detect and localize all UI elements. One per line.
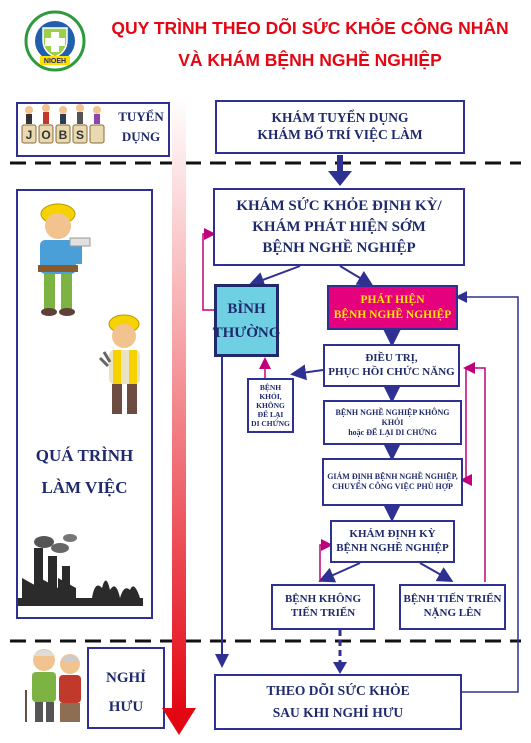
recruitment-exam-line-1: KHÁM TUYỂN DỤNG [271, 110, 409, 126]
work-process-label: QUÁ TRÌNH LÀM VIỆC [17, 440, 152, 505]
periodic-exam-line-2: KHÁM PHÁT HIỆN SỚM [252, 218, 426, 235]
retire-label: NGHỈ HƯU [88, 664, 164, 721]
cured-line-1: BỆNH KHỎI, [259, 383, 282, 401]
worker-illustration-1 [38, 203, 91, 316]
post-retirement-monitoring-box: THEO DÕI SỨC KHỎE SAU KHI NGHỈ HƯU [214, 674, 462, 730]
recruit-label-line-1: TUYỂN [118, 109, 164, 124]
arrowhead-recruit [328, 171, 352, 186]
feedback-worse-to-treat [463, 362, 486, 582]
normal-result-box: BÌNH THƯỜNG [212, 284, 281, 357]
nioeh-logo: NIOEH [24, 10, 86, 72]
retire-frame [87, 647, 165, 729]
arrow-periodic-to-detect [339, 265, 374, 287]
recruitment-exam-box: KHÁM TUYỂN DỤNG KHÁM BỐ TRÍ VIỆC LÀM [215, 100, 465, 154]
assessment-line-2: CHUYỂN CÔNG VIỆC PHÙ HỢP [332, 482, 453, 491]
retire-label-line-2: HƯU [108, 698, 144, 715]
normal-line-1: BÌNH [227, 300, 266, 317]
periodic-od-line-1: KHÁM ĐỊNH KỲ [349, 527, 436, 540]
arrow-treat-to-cured [290, 364, 324, 381]
arrow-periodic-to-normal [248, 265, 301, 288]
uncured-sequela-box: BỆNH NGHỀ NGHIỆP KHÔNG KHỎI hoặc ĐỂ LẠI … [323, 400, 462, 445]
cured-line-3: ĐỂ LẠI [257, 410, 284, 419]
worse-line-2: NẶNG LÊN [423, 607, 482, 619]
stable-line-2: TIẾN TRIỂN [290, 607, 356, 619]
sequela-line-1: BỆNH NGHỀ NGHIỆP KHÔNG KHỎI [335, 407, 450, 427]
cured-line-2: KHÔNG [256, 401, 285, 410]
normal-line-2: THƯỜNG [212, 324, 281, 341]
treatment-line-2: PHỤC HỒI CHỨC NĂNG [328, 365, 455, 378]
detect-line-1: PHÁT HIỆN [360, 294, 425, 307]
disease-stable-box: BỆNH KHÔNG TIẾN TRIỂN [271, 584, 375, 630]
disease-worsening-box: BỆNH TIẾN TRIỂN NẶNG LÊN [399, 584, 506, 630]
retirement-line-1: THEO DÕI SỨC KHỎE [266, 683, 410, 699]
elderly-couple-illustration [25, 649, 81, 722]
treatment-rehab-box: ĐIỀU TRỊ, PHỤC HỒI CHỨC NĂNG [323, 344, 460, 387]
retire-label-line-1: NGHỈ [105, 670, 146, 686]
arrowhead-normal-retire [215, 654, 229, 668]
page-title-line-2: VÀ KHÁM BỆNH NGHỀ NGHIỆP [178, 50, 442, 70]
arrow-periodicod-to-worse [419, 562, 454, 582]
sequela-line-2: hoặc ĐỂ LẠI DI CHỨNG [348, 427, 437, 437]
worker-illustration-2 [98, 314, 140, 414]
timeline-bar [172, 95, 186, 713]
detect-line-2: BỆNH NGHỀ NGHIỆP [333, 308, 452, 321]
timeline-arrowhead [162, 708, 196, 735]
feedback-stable-to-periodicod [319, 539, 333, 582]
svg-text:S: S [76, 128, 84, 142]
assessment-job-transfer-box: GIÁM ĐỊNH BỆNH NGHỀ NGHIỆP, CHUYỂN CÔNG … [322, 458, 463, 506]
periodic-exam-box: KHÁM SỨC KHỎE ĐỊNH KỲ/ KHÁM PHÁT HIỆN SỚ… [213, 188, 465, 266]
periodic-od-line-2: BỆNH NGHỀ NGHIỆP [336, 541, 449, 554]
periodic-exam-line-1: KHÁM SỨC KHỎE ĐỊNH KỲ/ [236, 197, 442, 214]
svg-text:NIOEH: NIOEH [44, 58, 66, 65]
feedback-retire-to-detect [455, 291, 519, 693]
svg-text:J: J [26, 128, 33, 142]
work-label-line-1: QUÁ TRÌNH [35, 446, 134, 465]
assessment-line-1: GIÁM ĐỊNH BỆNH NGHỀ NGHIỆP, [327, 472, 458, 481]
cured-line-4: DI CHỨNG [251, 419, 290, 428]
feedback-normal-to-periodic [202, 228, 216, 311]
detect-occupational-disease-box: PHÁT HIỆN BỆNH NGHỀ NGHIỆP [327, 285, 458, 330]
retirement-line-2: SAU KHI NGHỈ HƯU [272, 705, 404, 720]
periodic-exam-line-3: BỆNH NGHỀ NGHIỆP [262, 239, 416, 256]
feedback-to-assess [460, 368, 472, 486]
recruitment-exam-line-2: KHÁM BỐ TRÍ VIỆC LÀM [257, 127, 423, 142]
svg-text:O: O [41, 128, 50, 142]
factory-illustration [18, 534, 143, 606]
treatment-line-1: ĐIỀU TRỊ, [365, 351, 418, 364]
recruit-label-line-2: DỤNG [121, 128, 161, 144]
stable-line-1: BỆNH KHÔNG [284, 593, 362, 606]
work-label-line-2: LÀM VIỆC [41, 478, 128, 498]
worse-line-1: BỆNH TIẾN TRIỂN [403, 593, 502, 606]
cured-no-sequela-box: BỆNH KHỎI, KHÔNG ĐỂ LẠI DI CHỨNG [247, 378, 294, 433]
jobs-illustration: J O B S [21, 104, 105, 144]
periodic-occupational-exam-box: KHÁM ĐỊNH KỲ BỆNH NGHỀ NGHIỆP [330, 520, 455, 563]
arrowhead-stable-retire [333, 662, 347, 674]
svg-text:B: B [59, 128, 68, 142]
arrow-periodicod-to-stable [318, 562, 361, 583]
recruit-label: TUYỂN DỤNG [114, 107, 168, 146]
page-title-line-1: QUY TRÌNH THEO DÕI SỨC KHỎE CÔNG NHÂN [111, 18, 509, 38]
